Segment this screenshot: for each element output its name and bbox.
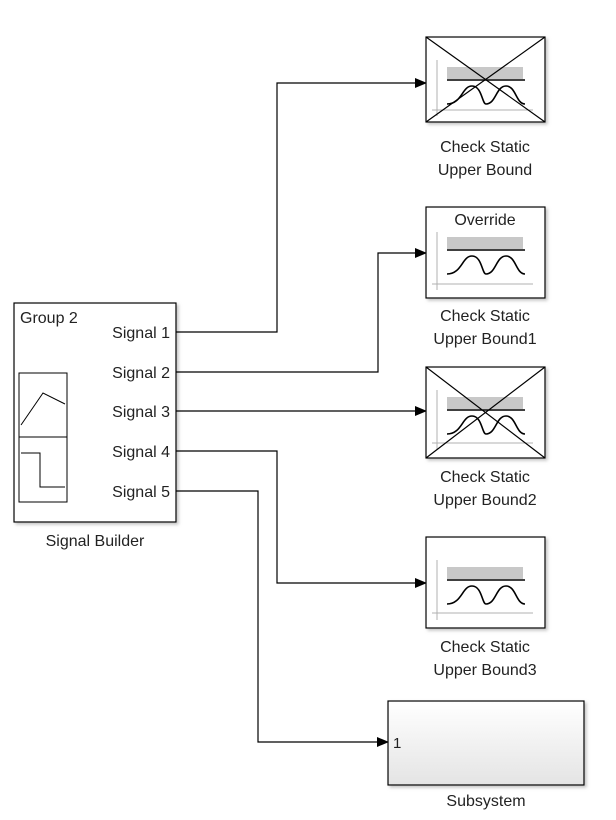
check-static-upper-bound-block[interactable] <box>425 36 546 123</box>
port-label-signal-3: Signal 3 <box>112 404 170 421</box>
check-block-4-name-line1: Check Static <box>440 639 530 656</box>
check-block-2-name-line1: Check Static <box>440 308 530 325</box>
check-static-upper-bound2-block[interactable] <box>425 366 546 459</box>
port-label-signal-4: Signal 4 <box>112 444 170 461</box>
check-block-3-name-line2: Upper Bound2 <box>433 492 536 509</box>
check-block-1-name-line1: Check Static <box>440 139 530 156</box>
port-label-signal-2: Signal 2 <box>112 365 170 382</box>
assertion-plot-icon <box>432 60 533 116</box>
subsystem-block[interactable]: 1 <box>387 700 585 786</box>
signal-builder-group-label: Group 2 <box>20 310 78 327</box>
check-block-2-name-line2: Upper Bound1 <box>433 331 536 348</box>
check-block-3-name-line1: Check Static <box>440 469 530 486</box>
assertion-plot-icon <box>432 232 533 290</box>
check-static-upper-bound3-block[interactable] <box>425 536 546 629</box>
port-label-signal-1: Signal 1 <box>112 325 170 342</box>
signal-line-4[interactable] <box>176 450 427 588</box>
subsystem-input-port-label: 1 <box>393 735 401 752</box>
assertion-plot-icon <box>432 560 533 620</box>
subsystem-name: Subsystem <box>446 793 525 810</box>
signal-builder-name: Signal Builder <box>46 533 145 550</box>
signal-line-5[interactable] <box>176 490 389 747</box>
assertion-plot-icon <box>432 390 533 450</box>
override-header: Override <box>454 212 515 229</box>
port-label-signal-5: Signal 5 <box>112 484 170 501</box>
check-block-4-name-line2: Upper Bound3 <box>433 662 536 679</box>
signal-builder-block[interactable]: Group 2 Signal 1 Signal 2 Signal 3 Signa… <box>13 302 177 523</box>
signal-line-2[interactable] <box>176 248 427 373</box>
check-block-1-name-line2: Upper Bound <box>438 162 532 179</box>
signal-line-1[interactable] <box>176 78 427 333</box>
disabled-cross-icon <box>425 36 546 123</box>
disabled-cross-icon <box>425 366 546 459</box>
signal-builder-waveform-icon <box>18 372 68 503</box>
check-static-upper-bound1-block[interactable]: Override <box>425 206 546 299</box>
